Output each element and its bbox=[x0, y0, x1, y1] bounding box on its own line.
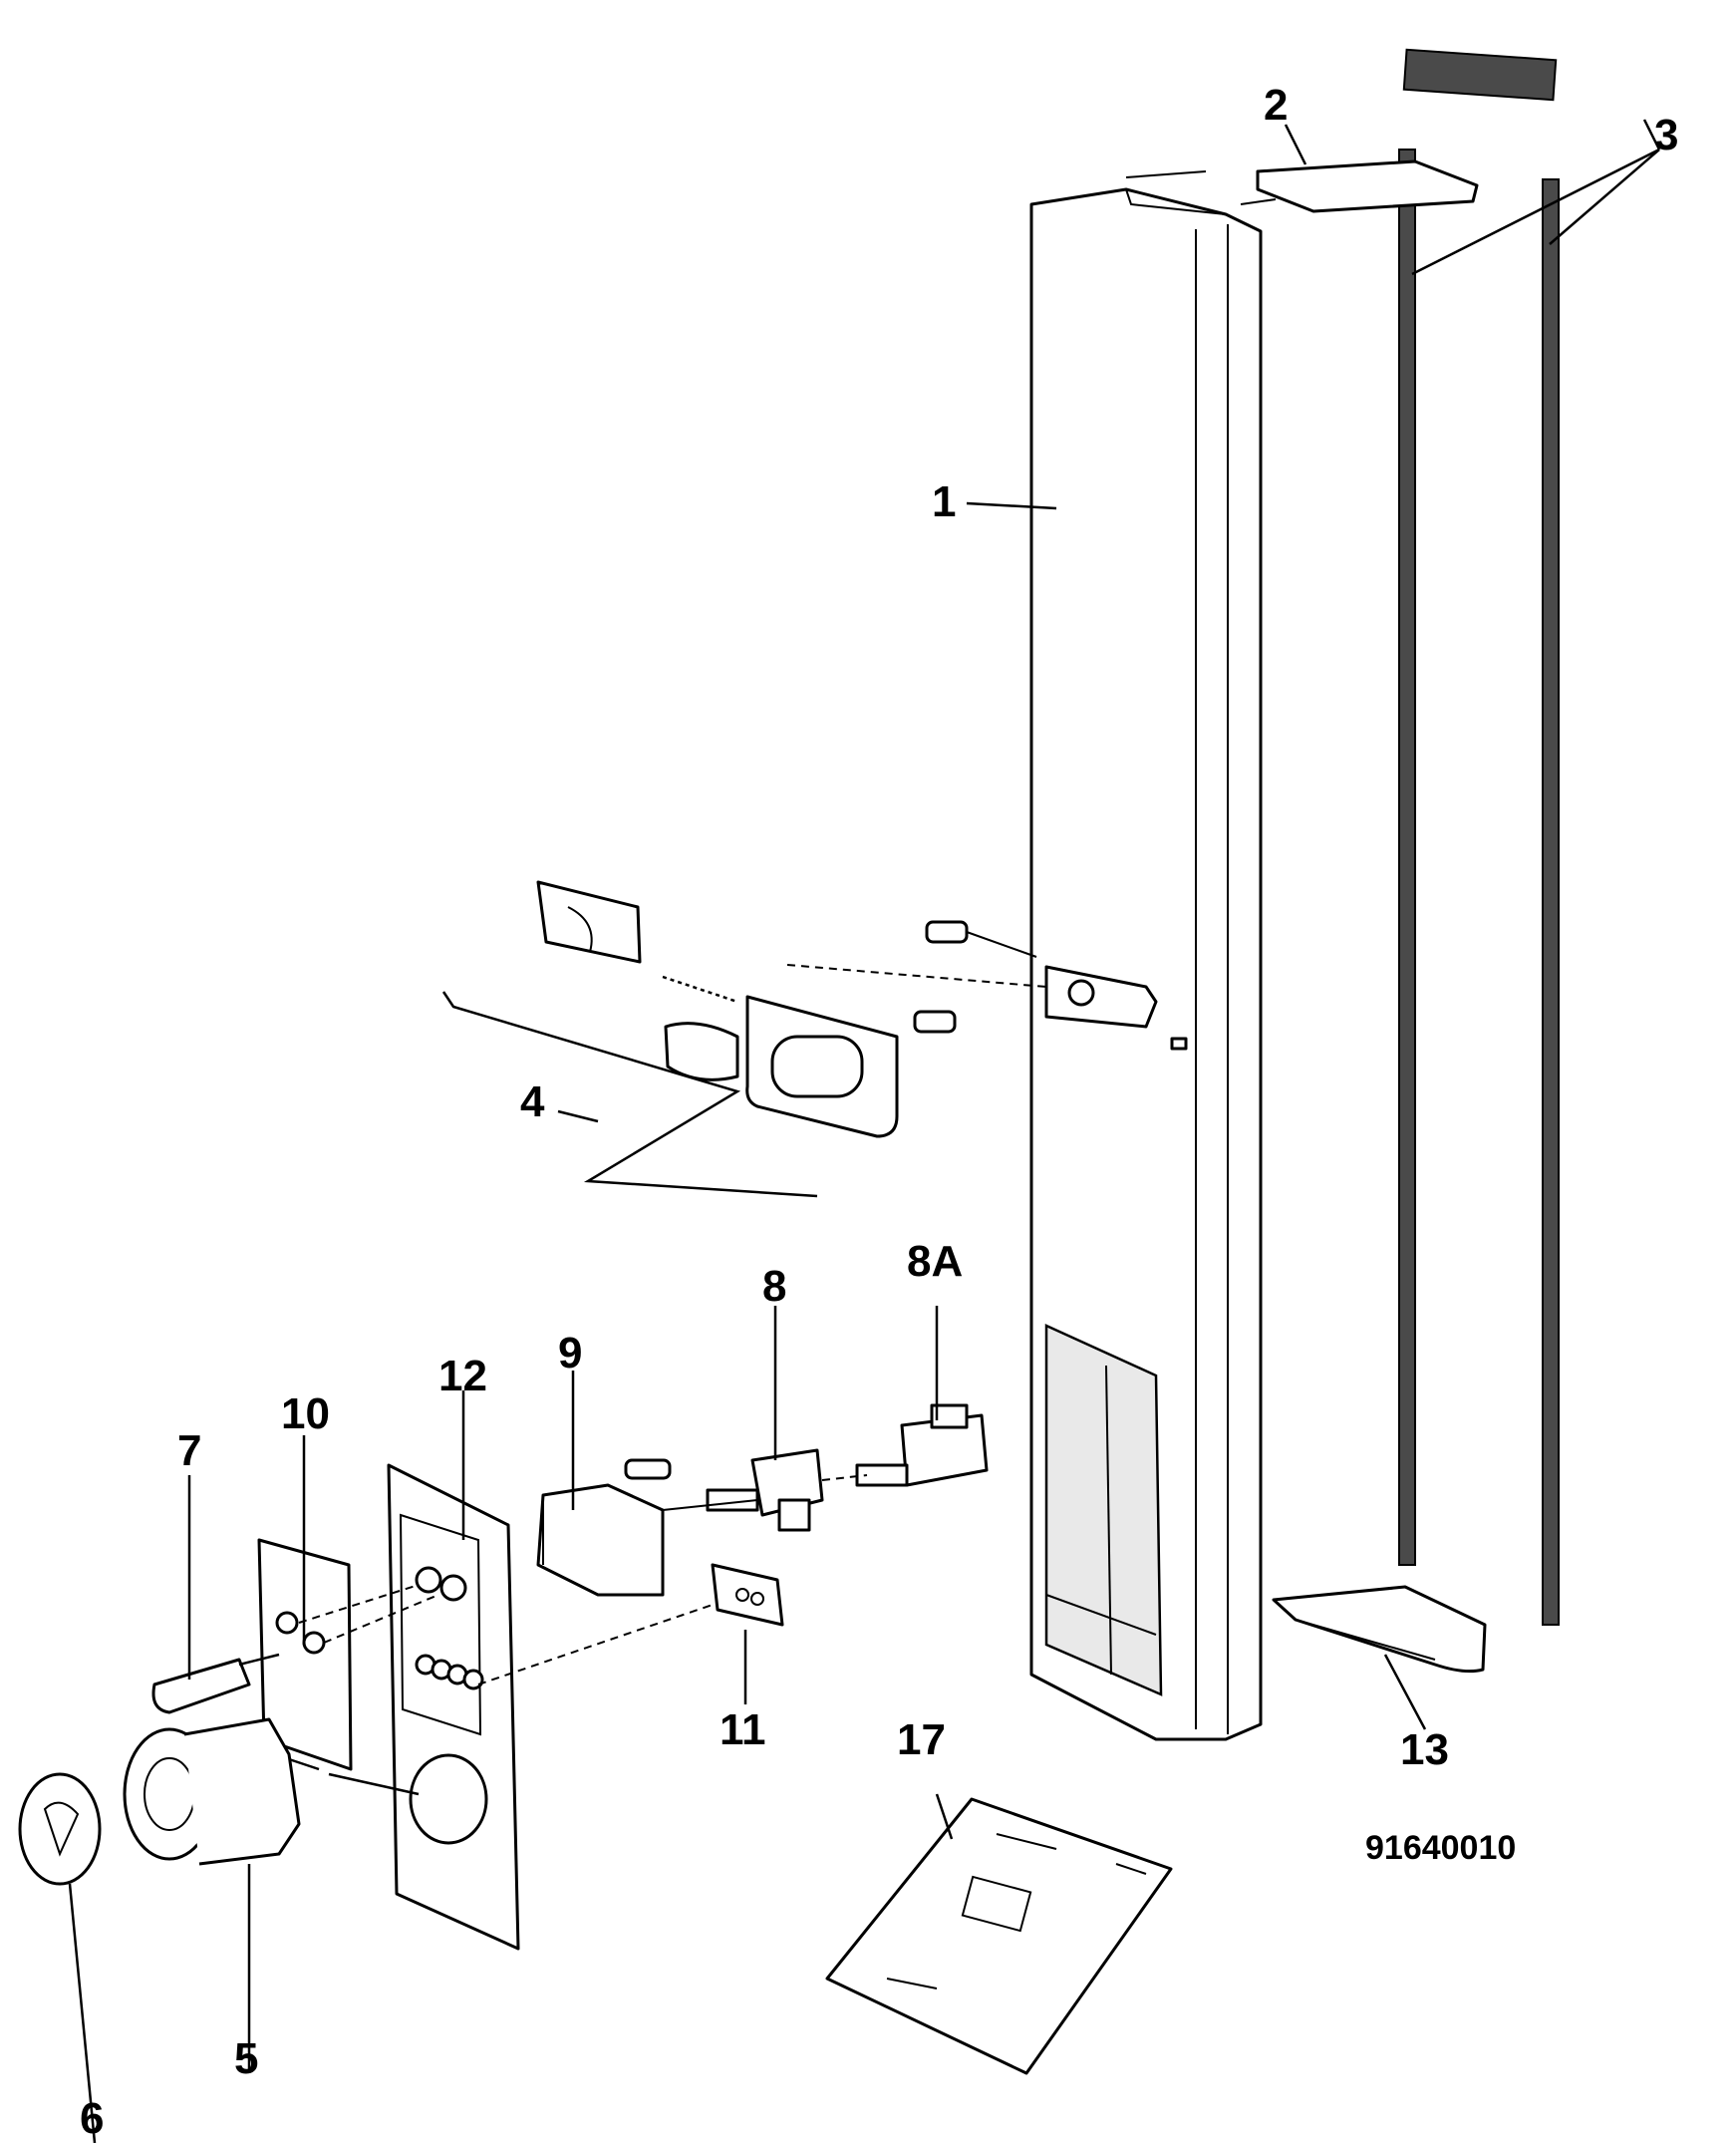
callout-11: 11 bbox=[720, 1705, 766, 1754]
callout-6: 6 bbox=[80, 2094, 104, 2143]
part-10-back-plate bbox=[257, 1538, 439, 1771]
leader-lines bbox=[68, 119, 1661, 2143]
callout-4: 4 bbox=[520, 1077, 545, 1126]
part-12-control-panel bbox=[328, 1463, 714, 1951]
part-9-bracket bbox=[536, 1458, 758, 1597]
part-1-handle-column bbox=[1029, 170, 1277, 1741]
callout-8a: 8A bbox=[907, 1237, 963, 1286]
drawing-number: 91640010 bbox=[1365, 1829, 1516, 1867]
callout-10: 10 bbox=[281, 1389, 330, 1438]
part-11-small-switch bbox=[711, 1563, 784, 1627]
callout-2: 2 bbox=[1264, 81, 1288, 130]
callout-17: 17 bbox=[897, 1715, 946, 1764]
callout-9: 9 bbox=[558, 1329, 582, 1378]
part-5-thermostat-body bbox=[123, 1717, 320, 1866]
part-3-gasket-strips bbox=[1398, 48, 1560, 1626]
callout-13: 13 bbox=[1400, 1725, 1449, 1774]
callout-3: 3 bbox=[1654, 111, 1678, 159]
part-4-latch-assembly bbox=[441, 880, 1047, 1198]
part-8-switch bbox=[706, 1448, 868, 1532]
part-2-top-cap bbox=[1256, 159, 1479, 213]
callout-5: 5 bbox=[234, 2034, 258, 2083]
callout-1: 1 bbox=[932, 477, 956, 526]
part-8a-switch bbox=[855, 1403, 989, 1487]
part-7-bulb bbox=[151, 1653, 280, 1714]
part-6-knob bbox=[18, 1772, 102, 1886]
callout-8: 8 bbox=[762, 1262, 786, 1311]
callout-7: 7 bbox=[177, 1426, 201, 1475]
part-17-instruction-booklet bbox=[825, 1797, 1173, 2075]
part-13-bottom-cap bbox=[1272, 1585, 1487, 1674]
callout-12: 12 bbox=[438, 1352, 487, 1400]
callout-labels: 1 2 3 4 5 6 7 8 8A 9 10 11 12 13 17 9164… bbox=[80, 81, 1678, 2143]
